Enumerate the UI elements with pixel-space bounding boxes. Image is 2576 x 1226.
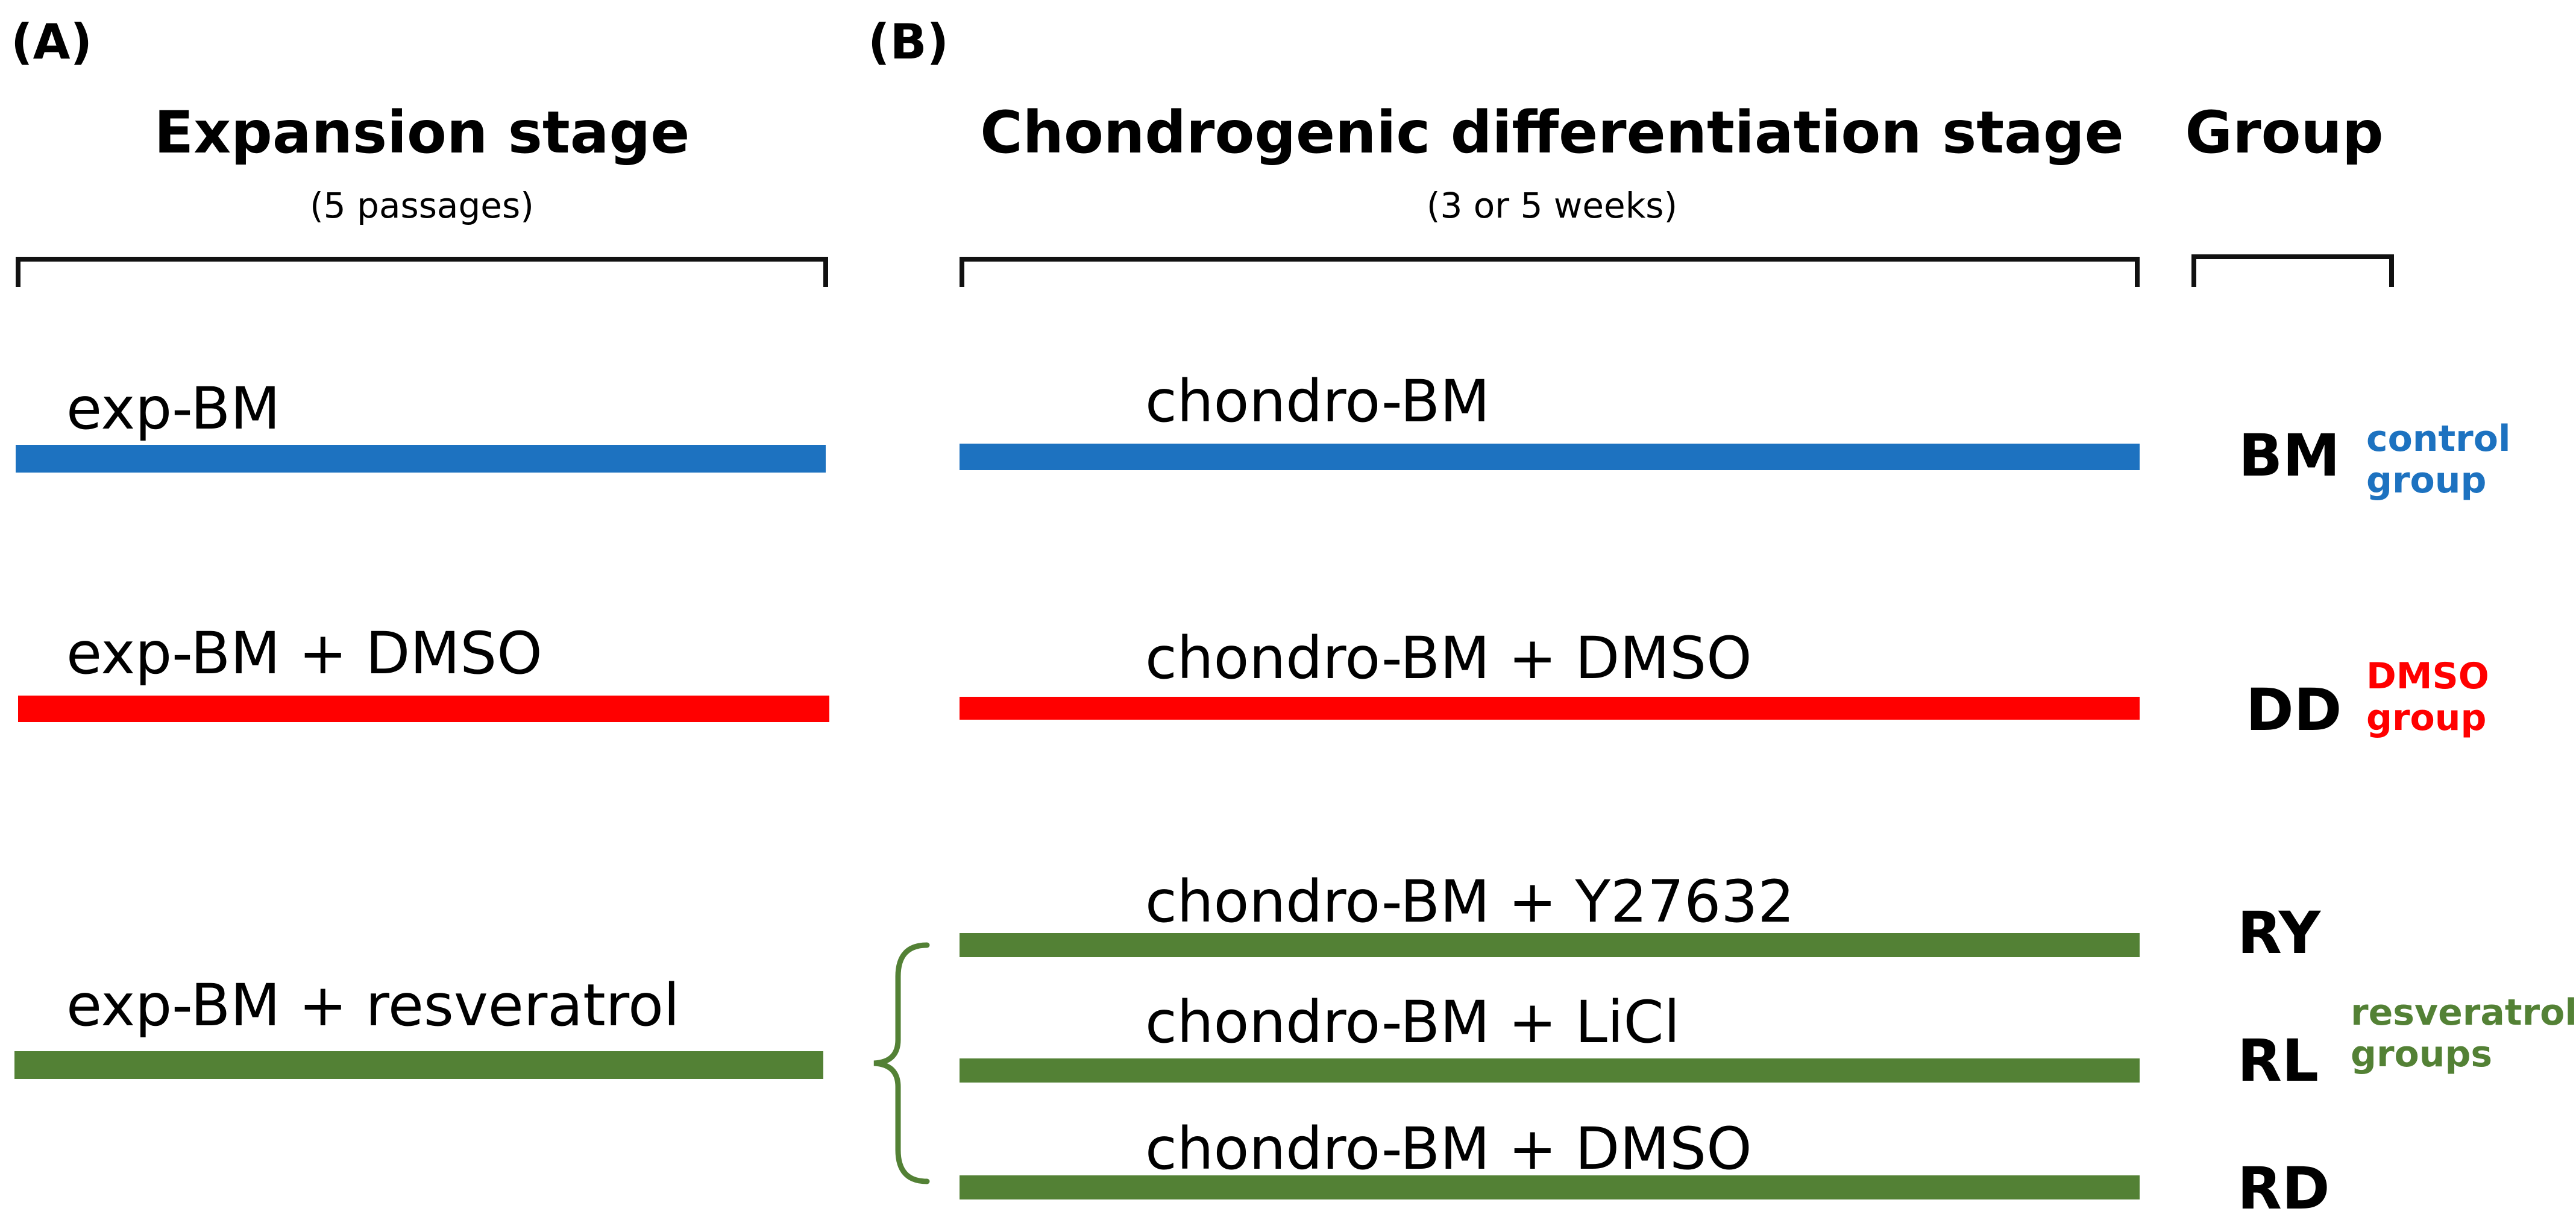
expansion-bracket <box>16 257 828 287</box>
group-code-rd: RD <box>2237 1155 2330 1222</box>
group-code-bm: BM <box>2238 422 2340 489</box>
chondro-line-label: chondro-BM + LiCl <box>1145 989 1680 1056</box>
expansion-bar <box>16 445 826 473</box>
chondro-line-label: chondro-BM + DMSO <box>1145 1115 1752 1183</box>
chondro-bar <box>960 933 2140 957</box>
curly-brace <box>873 942 930 1184</box>
expansion-stage-title: Expansion stage <box>154 99 690 166</box>
expansion-line-label: exp-BM + resveratrol <box>66 972 680 1039</box>
group-code-ry: RY <box>2237 899 2321 967</box>
expansion-line-label: exp-BM + DMSO <box>66 620 542 687</box>
chondro-line-label: chondro-BM <box>1145 368 1490 435</box>
chondro-line-label: chondro-BM + Y27632 <box>1145 868 1795 935</box>
chondrogenic-stage-subtitle: (3 or 5 weeks) <box>1426 185 1678 226</box>
panel-label-a: (A) <box>11 14 93 70</box>
chondrogenic-stage-title: Chondrogenic differentiation stage <box>980 99 2124 166</box>
group-code-rl: RL <box>2237 1027 2319 1095</box>
chondro-bar <box>960 1058 2140 1083</box>
chondro-bar <box>960 697 2140 720</box>
expansion-bar <box>14 1051 823 1079</box>
expansion-stage-subtitle: (5 passages) <box>310 185 534 226</box>
chondrogenic-bracket <box>960 257 2140 287</box>
group-bracket <box>2191 254 2394 287</box>
expansion-line-label: exp-BM <box>66 375 281 442</box>
chondro-bar <box>960 1175 2140 1199</box>
group-header: Group <box>2185 99 2384 166</box>
group-code-dd: DD <box>2246 676 2342 744</box>
panel-label-b: (B) <box>868 14 949 70</box>
chondro-bar <box>960 444 2140 470</box>
chondro-line-label: chondro-BM + DMSO <box>1145 624 1752 692</box>
expansion-bar <box>18 696 829 722</box>
